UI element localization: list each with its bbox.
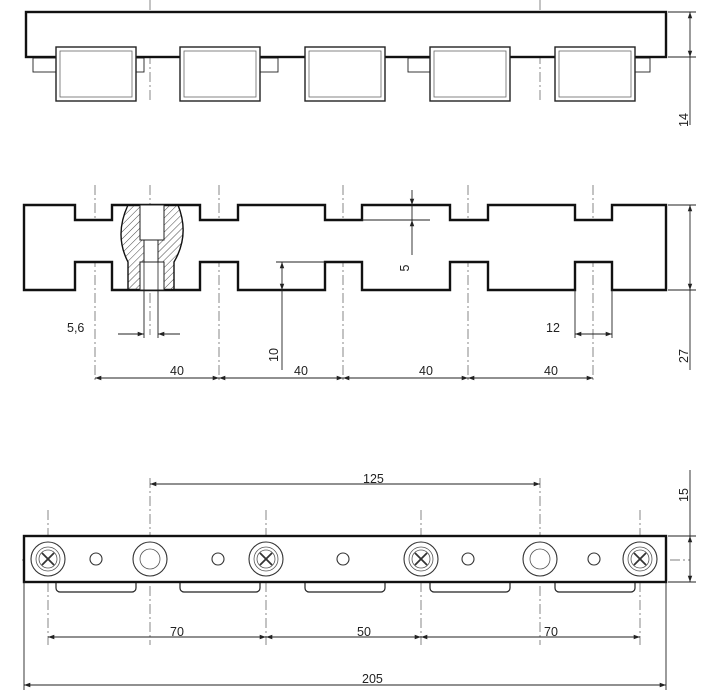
dim-slot-depth: 5 — [362, 190, 430, 271]
dim-hole-spacing: 125 — [150, 472, 540, 487]
dim-pitch-4-label: 40 — [544, 364, 558, 378]
top-view-pad-1 — [55, 46, 137, 102]
section-view-centerlines — [94, 185, 594, 380]
dim-pitch-chain: 40 40 40 40 — [95, 364, 593, 381]
dim-bore-diameter: 5,6 — [67, 290, 180, 338]
screw-4 — [622, 541, 658, 577]
front-view: 125 15 70 50 70 205 — [22, 470, 696, 690]
dim-notch-depth: 10 — [267, 261, 325, 370]
dim-height-middle-label: 27 — [677, 349, 691, 363]
dim-span-chain: 70 50 70 — [48, 625, 640, 640]
dim-overall-length: 205 — [23, 582, 667, 690]
dim-height-middle: 27 — [668, 204, 696, 370]
dim-span-right-label: 70 — [544, 625, 558, 639]
dim-notch-depth-label: 10 — [267, 348, 281, 362]
front-view-mounting-holes — [132, 541, 558, 577]
dim-slot-depth-label: 5 — [398, 264, 412, 271]
section-profile — [22, 203, 668, 292]
dim-bore-diameter-label: 5,6 — [67, 321, 84, 335]
dim-slot-width: 12 — [546, 290, 613, 338]
dim-height-top: 14 — [668, 11, 696, 127]
top-view-pad-2 — [179, 46, 261, 102]
top-view-pad-5 — [554, 46, 636, 102]
screw-1 — [30, 541, 66, 577]
dim-height-bottom: 15 — [668, 470, 696, 583]
top-view: 14 — [24, 0, 696, 127]
dim-pitch-1-label: 40 — [170, 364, 184, 378]
dim-span-middle-label: 50 — [357, 625, 371, 639]
dim-pitch-3-label: 40 — [419, 364, 433, 378]
dim-pitch-2-label: 40 — [294, 364, 308, 378]
dim-height-bottom-label: 15 — [677, 488, 691, 502]
screw-3 — [403, 541, 439, 577]
section-insert — [120, 204, 184, 291]
top-view-pad-4 — [429, 46, 511, 102]
section-view: 5,6 12 5 10 40 — [22, 185, 696, 381]
dim-slot-width-label: 12 — [546, 321, 560, 335]
front-view-small-holes — [89, 552, 601, 566]
dim-hole-spacing-label: 125 — [363, 472, 384, 486]
top-view-pad-3 — [304, 46, 386, 102]
dim-height-top-label: 14 — [677, 113, 691, 127]
dim-overall-length-label: 205 — [362, 672, 383, 686]
dim-span-left-label: 70 — [170, 625, 184, 639]
screw-2 — [248, 541, 284, 577]
